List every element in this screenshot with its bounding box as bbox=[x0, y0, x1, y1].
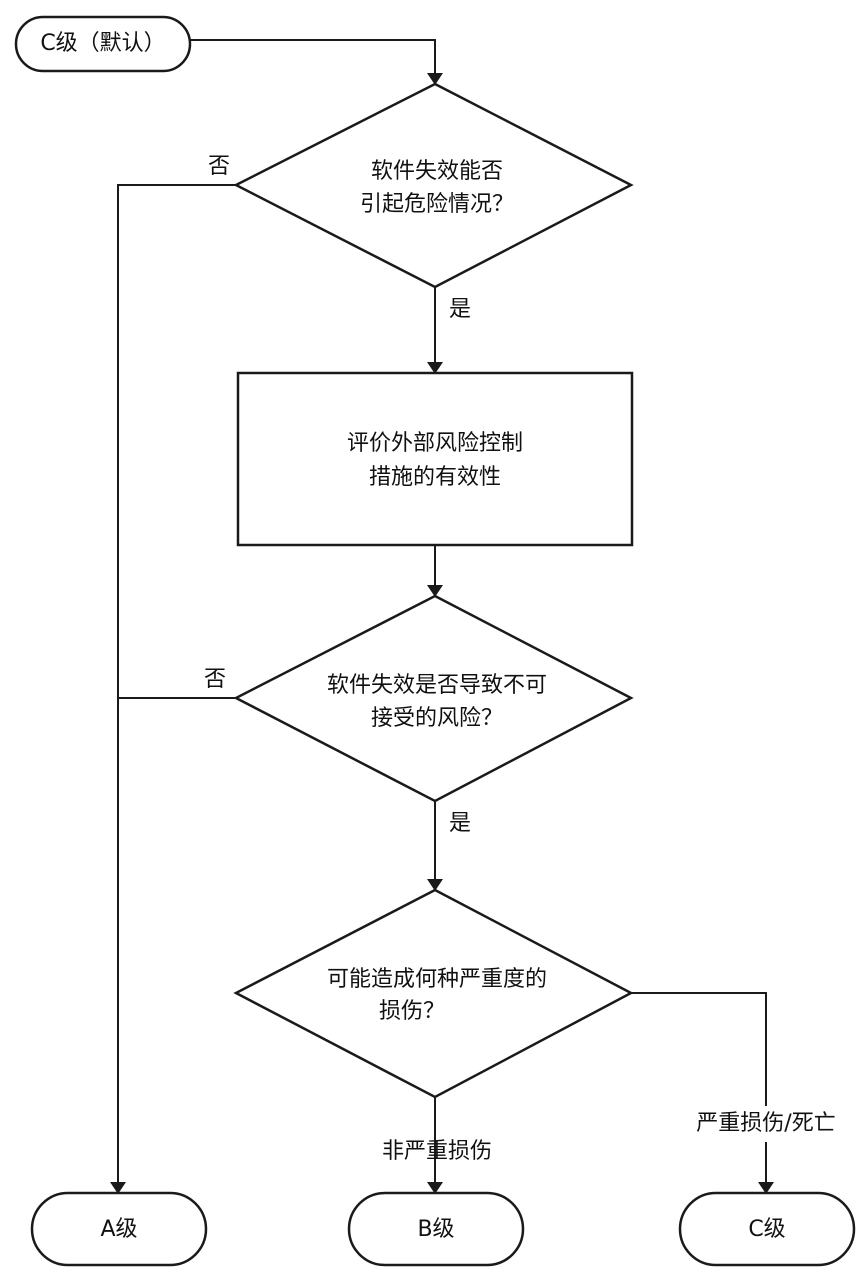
decision2-no-label: 否 bbox=[204, 667, 226, 692]
end-terminal-c bbox=[678, 1191, 856, 1267]
end-terminal-a-label: A级 bbox=[100, 1217, 137, 1242]
start-terminal-label: C级（默认） bbox=[40, 31, 165, 56]
end-terminal-a bbox=[30, 1191, 208, 1267]
process1-text-line1: 评价外部风险控制 bbox=[347, 431, 523, 456]
decision2-diamond bbox=[233, 594, 634, 803]
decision1-no-label: 否 bbox=[208, 154, 230, 179]
end-terminal-b-label: B级 bbox=[417, 1217, 454, 1242]
decision1-text-line1: 软件失效能否 bbox=[371, 159, 503, 184]
start-terminal bbox=[14, 15, 192, 73]
process1-text-line2: 措施的有效性 bbox=[369, 465, 501, 490]
connector-decision1-no bbox=[110, 184, 236, 1194]
decision2-text-line1: 软件失效是否导致不可 bbox=[327, 673, 547, 698]
decision1-diamond bbox=[233, 82, 634, 289]
end-terminal-b bbox=[347, 1191, 525, 1267]
decision2-text-line2: 接受的风险？ bbox=[371, 706, 503, 731]
decision2-yes-label: 是 bbox=[449, 811, 471, 836]
decision1-text-line2: 引起危险情况？ bbox=[360, 192, 514, 217]
decision3-left-label: 非严重损伤 bbox=[382, 1139, 492, 1164]
decision3-right-label-bg bbox=[675, 1106, 853, 1142]
decision3-text-line2: 损伤？ bbox=[379, 999, 445, 1024]
connector-decision3-to-c bbox=[631, 992, 774, 1194]
decision3-text-line1: 可能造成何种严重度的 bbox=[327, 967, 547, 992]
decision3-right-label: 严重损伤/死亡 bbox=[696, 1111, 835, 1136]
end-terminal-c-label: C级 bbox=[748, 1217, 785, 1242]
decision3-diamond bbox=[233, 888, 634, 1099]
connector-start-to-decision1 bbox=[190, 39, 443, 85]
decision1-yes-label: 是 bbox=[449, 297, 471, 322]
process1-box bbox=[236, 371, 634, 547]
